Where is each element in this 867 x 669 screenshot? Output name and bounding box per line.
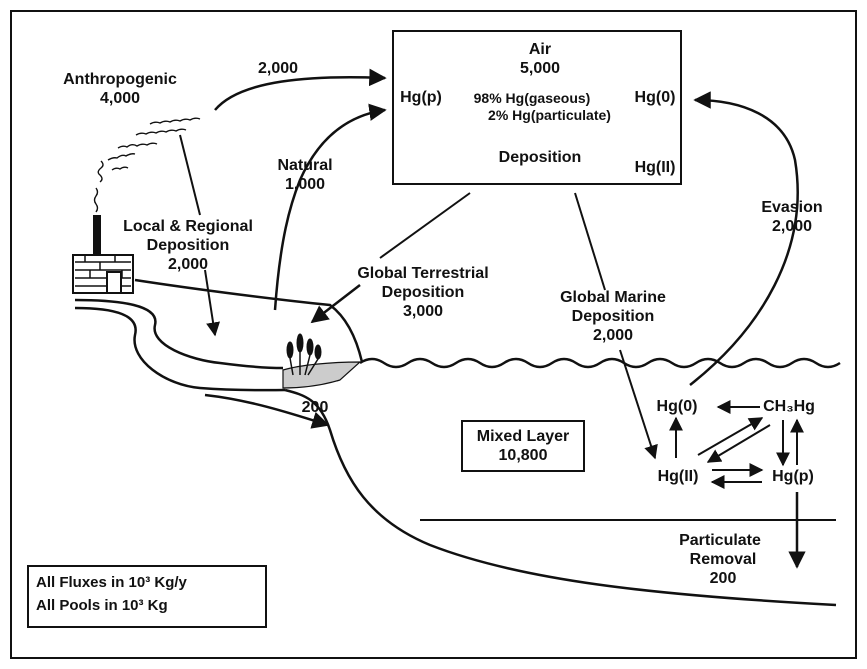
evasion-value: 2,000 — [771, 218, 813, 235]
air-hgii-label: Hg(II) — [634, 159, 676, 176]
air-pool-value: 5,000 — [519, 60, 561, 77]
air-to-terrestrial-line — [379, 192, 471, 259]
mixed-layer-value: 10,800 — [498, 447, 548, 464]
air-hgp-label: Hg(p) — [400, 89, 442, 106]
air-title: Air — [528, 41, 552, 58]
natural-value: 1,000 — [284, 176, 326, 193]
particulate-removal-line1: Particulate — [679, 532, 761, 549]
air-gaseous-share: 98% Hg(gaseous) — [473, 90, 591, 106]
local-regional-arrow — [204, 269, 221, 337]
evasion-label: Evasion — [761, 199, 823, 216]
river-upper-bank — [74, 298, 284, 370]
river-flux-arrow — [204, 393, 330, 429]
particulate-removal-value: 200 — [709, 570, 737, 587]
cycle-hgp-label: Hg(p) — [772, 468, 814, 485]
air-deposition-label: Deposition — [498, 149, 582, 166]
anthropogenic-value: 4,000 — [99, 90, 141, 107]
air-particulate-share: 2% Hg(particulate) — [488, 107, 611, 123]
water-surface-waves — [359, 357, 841, 369]
air-hg0-label: Hg(0) — [634, 89, 676, 106]
cycle-ch3hg-label: CH₃Hg — [763, 398, 815, 415]
smoke-plume-icon — [93, 117, 201, 213]
air-to-marine-line — [574, 192, 606, 291]
cycle-ch3hg-to-hgii-arrow — [706, 424, 771, 463]
factory-icon — [72, 215, 134, 294]
marine-line1: Global Marine — [560, 289, 666, 306]
marine-value: 2,000 — [592, 327, 634, 344]
cycle-hg0-label: Hg(0) — [656, 398, 698, 415]
terrestrial-line1: Global Terrestrial — [357, 265, 489, 282]
anthropogenic-to-air-arrow — [214, 68, 387, 111]
cycle-hgii-to-ch3hg-arrow — [697, 417, 764, 456]
marine-deposition-arrow — [619, 349, 658, 460]
units-legend-box — [27, 565, 267, 628]
local-regional-line2: Deposition — [146, 237, 230, 254]
marsh-plants-icon — [286, 333, 322, 376]
local-regional-line1: Local & Regional — [123, 218, 253, 235]
terrestrial-value: 3,000 — [402, 303, 444, 320]
terrestrial-deposition-arrow — [310, 284, 361, 324]
marsh-sediment — [282, 361, 362, 389]
air-box — [392, 30, 682, 185]
anthropogenic-label: Anthropogenic — [63, 71, 177, 88]
legend-fluxes: All Fluxes in 10³ Kg/y — [36, 574, 187, 591]
mixed-layer-label: Mixed Layer — [476, 428, 570, 445]
particulate-removal-line2: Removal — [689, 551, 757, 568]
land-surface — [134, 278, 364, 363]
marine-line2: Deposition — [571, 308, 655, 325]
river-flux-value: 200 — [301, 399, 329, 416]
anthro-to-air-value: 2,000 — [257, 60, 299, 77]
legend-pools: All Pools in 10³ Kg — [36, 597, 168, 614]
cycle-hgii-label: Hg(II) — [657, 468, 699, 485]
river-lower-bank — [74, 306, 286, 392]
mixed-layer-box — [461, 420, 585, 472]
natural-label: Natural — [277, 157, 333, 174]
terrestrial-line2: Deposition — [381, 284, 465, 301]
local-regional-value: 2,000 — [167, 256, 209, 273]
evasion-arrow — [689, 91, 799, 386]
local-regional-line — [179, 134, 201, 216]
natural-to-air-arrow — [273, 103, 387, 311]
